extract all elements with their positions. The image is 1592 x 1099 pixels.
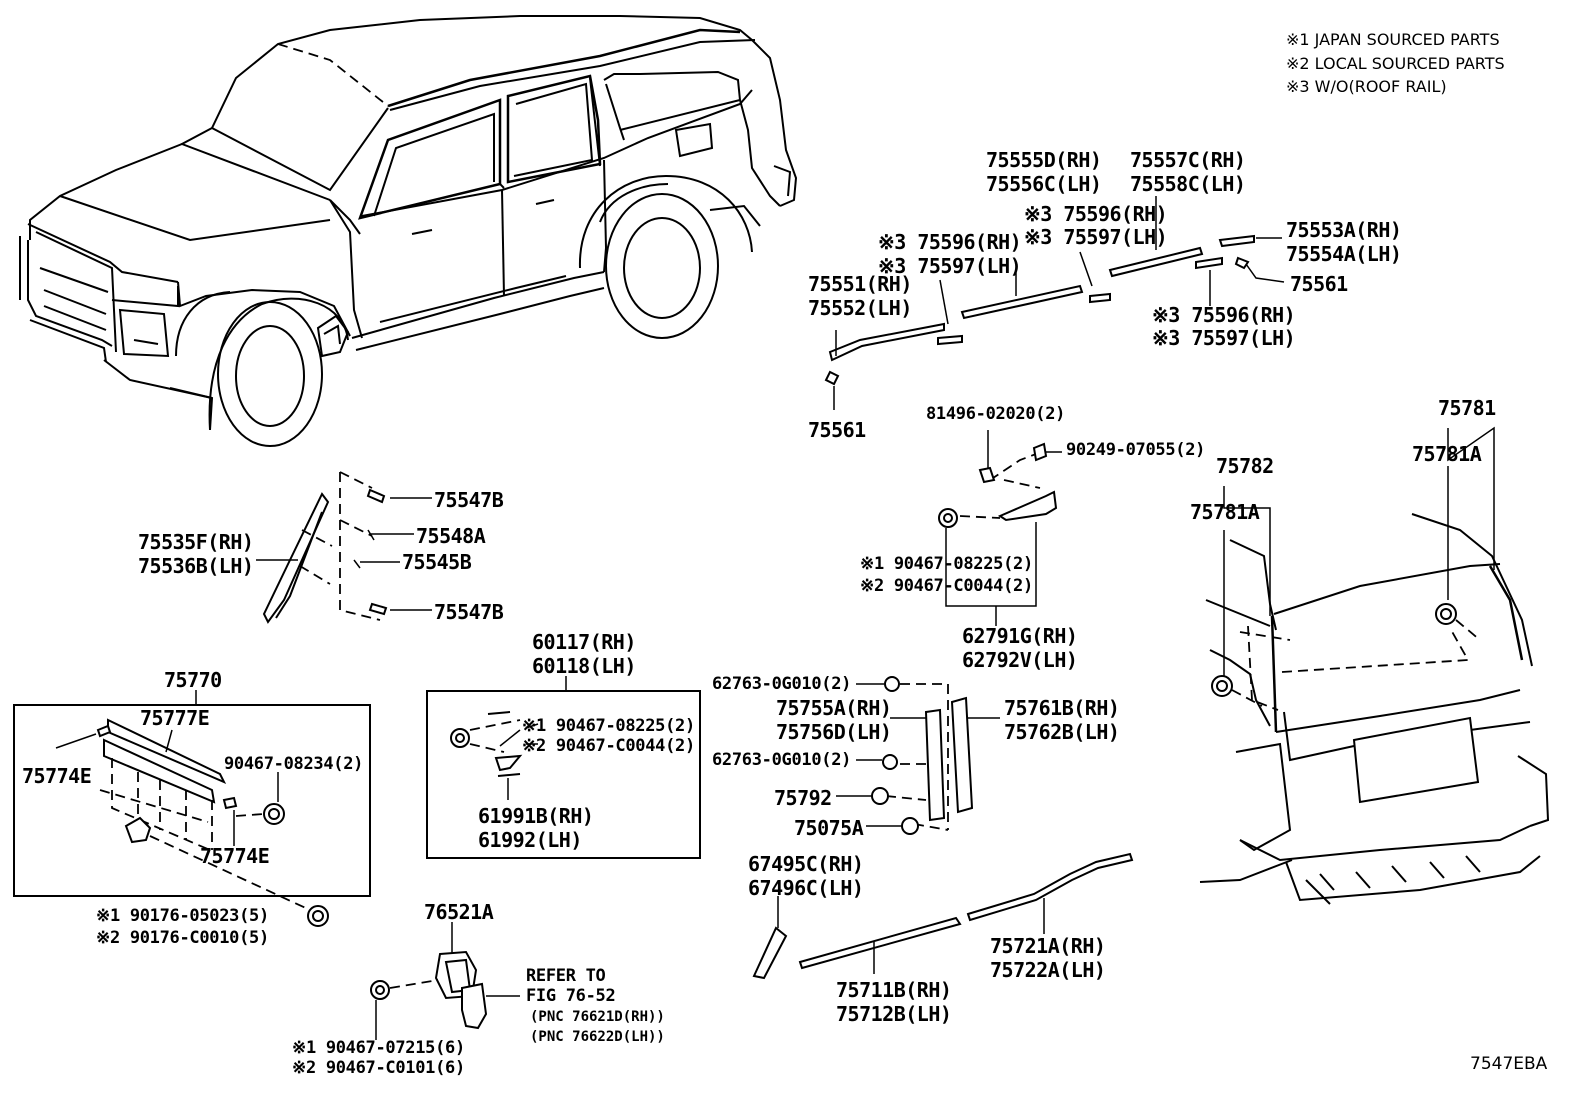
fig-reference-label: FIG 76-52: [526, 986, 616, 1006]
side-moldings: [752, 852, 1134, 980]
part-label: 75555D(RH): [986, 148, 1102, 172]
part-label: 75547B: [434, 488, 504, 512]
part-label: 75553A(RH): [1286, 218, 1402, 242]
part-label: 75547B: [434, 600, 504, 624]
part-label: 75781: [1438, 396, 1496, 420]
part-label: 61992(LH): [478, 828, 582, 852]
part-label: 75561: [1290, 272, 1348, 296]
part-label: 75722A(LH): [990, 958, 1106, 982]
part-label: 62791G(RH): [962, 624, 1078, 648]
bracket-76521a: [370, 922, 520, 1040]
part-label: ※2 90467-C0044(2): [860, 576, 1033, 596]
box-75770-parts: [55, 690, 329, 927]
part-label: ※3 75597(LH): [1024, 225, 1168, 249]
part-label: 81496-02020(2): [926, 404, 1066, 424]
part-label: 75774E: [22, 764, 92, 788]
pnc-rh-label: (PNC 76621D(RH)): [530, 1009, 665, 1025]
part-label: 75761B(RH): [1004, 696, 1120, 720]
part-label: 75556C(LH): [986, 172, 1102, 196]
part-label: 75782: [1216, 454, 1274, 478]
part-label: ※1 90467-08225(2): [522, 716, 695, 736]
part-label: 75755A(RH): [776, 696, 892, 720]
part-label: ※2 90467-C0101(6): [292, 1058, 465, 1078]
part-label: 75545B: [402, 550, 472, 574]
part-label: 67495C(RH): [748, 852, 864, 876]
part-label: ※3 75597(LH): [878, 254, 1022, 278]
part-label: 75756D(LH): [776, 720, 892, 744]
part-label: 62763-0G010(2): [712, 750, 852, 770]
refer-to-label: REFER TO: [526, 966, 606, 986]
part-label: 75557C(RH): [1130, 148, 1246, 172]
vehicle-rear-view: [1199, 426, 1550, 905]
part-label: 60118(LH): [532, 654, 636, 678]
part-label: ※3 75596(RH): [1152, 303, 1296, 327]
box-60117-parts: [450, 676, 567, 800]
pnc-lh-label: (PNC 76622D(LH)): [530, 1029, 665, 1045]
pillar-garnish: [256, 471, 432, 624]
vehicle-front-view: [19, 15, 798, 447]
part-label: 90249-07055(2): [1066, 440, 1206, 460]
part-label: 75792: [774, 786, 832, 810]
roof-moldings: [824, 196, 1285, 410]
part-label: 75781A: [1412, 442, 1482, 466]
part-label: 75554A(LH): [1286, 242, 1402, 266]
note-local-sourced: ※2 LOCAL SOURCED PARTS: [1286, 54, 1505, 73]
part-label: 62792V(LH): [962, 648, 1078, 672]
part-label: ※3 75596(RH): [878, 230, 1022, 254]
part-label: ※1 90176-05023(5): [96, 906, 269, 926]
part-label: 75558C(LH): [1130, 172, 1246, 196]
part-label: ※3 75596(RH): [1024, 202, 1168, 226]
part-label: ※2 90467-C0044(2): [522, 736, 695, 756]
part-label: 62763-0G010(2): [712, 674, 852, 694]
part-label: 67496C(LH): [748, 876, 864, 900]
spoiler-assembly: [938, 430, 1062, 626]
note-japan-sourced: ※1 JAPAN SOURCED PARTS: [1286, 30, 1500, 49]
box-60117: [426, 690, 701, 859]
part-label: 75535F(RH): [138, 530, 254, 554]
part-label: 75536B(LH): [138, 554, 254, 578]
part-label: 75777E: [140, 706, 210, 730]
part-label: 76521A: [424, 900, 494, 924]
part-label: 75721A(RH): [990, 934, 1106, 958]
part-label: 75552(LH): [808, 296, 912, 320]
note-without-roof-rail: ※3 W/O(ROOF RAIL): [1286, 77, 1447, 96]
part-label: ※3 75597(LH): [1152, 326, 1296, 350]
part-label: 61991B(RH): [478, 804, 594, 828]
part-label: 75548A: [416, 524, 486, 548]
figure-code: 7547EBA: [1470, 1054, 1548, 1074]
part-label: 75762B(LH): [1004, 720, 1120, 744]
part-label: 75711B(RH): [836, 978, 952, 1002]
part-label: 75770: [164, 668, 222, 692]
part-label: 75774E: [200, 844, 270, 868]
part-label: 75551(RH): [808, 272, 912, 296]
part-label: 75561: [808, 418, 866, 442]
part-label: 75781A: [1190, 500, 1260, 524]
box-75770: [13, 704, 371, 897]
tail-garnish-parts: [836, 676, 1000, 835]
part-label: ※1 90467-07215(6): [292, 1038, 465, 1058]
part-label: 75712B(LH): [836, 1002, 952, 1026]
part-label: ※1 90467-08225(2): [860, 554, 1033, 574]
part-label: 75075A: [794, 816, 864, 840]
part-label: 60117(RH): [532, 630, 636, 654]
part-label: 90467-08234(2): [224, 754, 364, 774]
part-label: ※2 90176-C0010(5): [96, 928, 269, 948]
